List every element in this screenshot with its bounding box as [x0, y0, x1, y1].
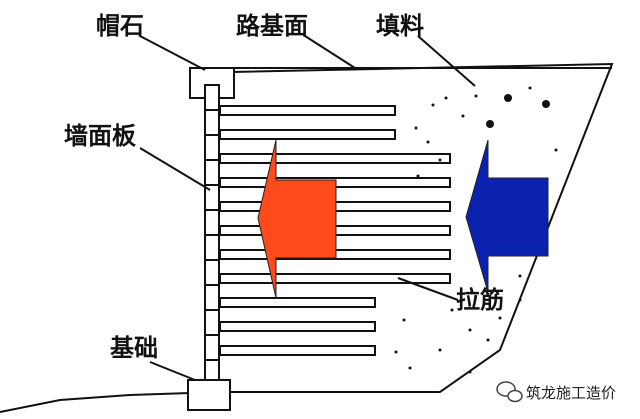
soil-particle: [518, 298, 522, 302]
soil-particle: [461, 114, 465, 118]
ground-line: [0, 392, 191, 413]
soil-particle: [450, 308, 454, 312]
soil-particle: [498, 316, 502, 320]
soil-particle: [468, 370, 472, 374]
soil-particle: [542, 100, 550, 108]
label-fill: 填料: [376, 12, 424, 40]
tie-strip: [219, 297, 376, 308]
orange-arrow-left: [257, 139, 337, 299]
soil-particle: [444, 96, 448, 100]
soil-particle: [394, 350, 398, 354]
cap-stone: [189, 67, 235, 99]
soil-particle: [504, 94, 512, 102]
label-road-surface: 路基面: [236, 12, 308, 40]
tie-strip: [219, 321, 376, 332]
wall-panel: [204, 84, 220, 386]
tie-strip: [219, 129, 396, 140]
soil-particle: [554, 148, 558, 152]
wechat-icon: [496, 381, 523, 403]
watermark-text: 筑龙施工造价: [526, 384, 617, 402]
wall-panel-segment: [204, 134, 220, 161]
wall-panel-segment: [204, 309, 220, 336]
wall-panel-segment: [204, 84, 220, 111]
wall-panel-segment: [204, 209, 220, 236]
wall-panel-segment: [204, 259, 220, 286]
soil-particle: [518, 274, 522, 278]
wall-panel-segment: [204, 234, 220, 261]
soil-particles: [394, 86, 558, 374]
tie-strip: [219, 105, 396, 116]
label-cap-stone: 帽石: [96, 12, 144, 40]
soil-particle: [408, 366, 412, 370]
soil-particle: [528, 86, 532, 90]
soil-particle: [486, 338, 490, 342]
label-foundation: 基础: [110, 334, 158, 362]
soil-particle: [402, 318, 406, 322]
soil-particle: [431, 103, 435, 107]
soil-particle: [468, 328, 472, 332]
soil-particle: [486, 120, 494, 128]
soil-particle: [438, 158, 442, 162]
wall-panel-segment: [204, 334, 220, 361]
soil-particle: [438, 348, 442, 352]
soil-particle: [414, 126, 418, 130]
label-wall-panel: 墙面板: [64, 122, 136, 150]
wall-panel-segment: [204, 284, 220, 311]
tie-strip: [219, 153, 451, 164]
wall-panel-segment: [204, 159, 220, 186]
tie-strip: [219, 273, 451, 284]
soil-particle: [474, 94, 478, 98]
label-tie-strip: 拉筋: [456, 286, 504, 314]
foundation-block: [187, 379, 231, 411]
wall-panel-segment: [204, 109, 220, 136]
soil-particle: [426, 140, 430, 144]
soil-particle: [416, 174, 420, 178]
tie-strip: [219, 345, 376, 356]
blue-arrow-left: [465, 139, 549, 293]
leader-lines: [139, 35, 476, 381]
